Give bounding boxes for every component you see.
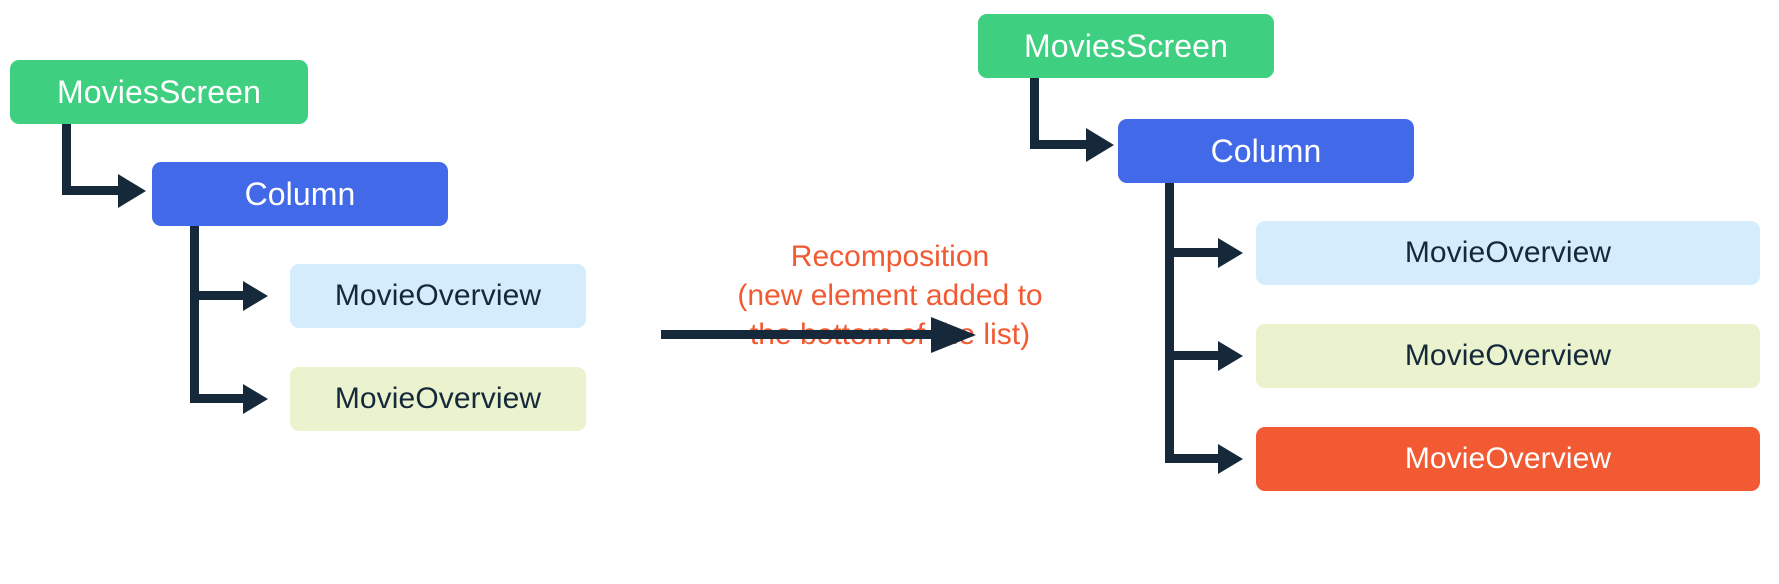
right-node-moviesscreen-label: MoviesScreen (1024, 28, 1228, 64)
right-connector-branch-2 (1165, 351, 1220, 360)
right-node-column-label: Column (1210, 133, 1322, 169)
transition-arrow-icon (931, 317, 976, 353)
right-node-movieoverview-1: MovieOverview (1256, 221, 1760, 285)
left-connector-column-spine (190, 226, 199, 403)
left-node-column-label: Column (244, 176, 356, 212)
right-node-movieoverview-3-label: MovieOverview (1404, 442, 1612, 475)
transition-arrow-shaft (661, 330, 933, 339)
left-connector-branch-1 (190, 291, 245, 300)
left-connector-root-vertical (62, 124, 71, 186)
right-node-moviesscreen: MoviesScreen (978, 14, 1274, 78)
right-node-movieoverview-3-new: MovieOverview (1256, 427, 1760, 491)
right-arrowhead-root-to-column (1086, 127, 1114, 162)
right-node-movieoverview-2-label: MovieOverview (1404, 339, 1612, 372)
transition-line-2-text: (new element added to (737, 278, 1043, 312)
left-connector-root-horizontal (62, 186, 120, 195)
left-arrowhead-branch-2 (243, 383, 268, 414)
right-node-movieoverview-2: MovieOverview (1256, 324, 1760, 388)
left-node-column: Column (152, 162, 448, 226)
left-arrowhead-root-to-column (118, 173, 146, 208)
left-node-moviesscreen: MoviesScreen (10, 60, 308, 124)
left-arrowhead-branch-1 (243, 280, 268, 311)
left-node-movieoverview-1-label: MovieOverview (334, 279, 542, 312)
transition-line-1-text: Recomposition (790, 239, 990, 273)
transition-label-line-3: the bottom of the list) (660, 278, 1120, 354)
right-connector-root-vertical (1030, 78, 1039, 140)
left-node-moviesscreen-label: MoviesScreen (57, 74, 261, 110)
right-connector-branch-1 (1165, 248, 1220, 257)
transition-label-line-2: (new element added to (660, 239, 1120, 315)
right-node-movieoverview-1-label: MovieOverview (1404, 236, 1612, 269)
left-node-movieoverview-1: MovieOverview (290, 264, 586, 328)
left-node-movieoverview-2-label: MovieOverview (334, 382, 542, 415)
right-connector-branch-3 (1165, 454, 1220, 463)
right-arrowhead-branch-2 (1218, 340, 1243, 371)
left-connector-branch-2 (190, 394, 245, 403)
right-node-column: Column (1118, 119, 1414, 183)
transition-label-line-1: Recomposition (660, 200, 1120, 276)
right-connector-column-spine (1165, 183, 1174, 463)
right-arrowhead-branch-3 (1218, 443, 1243, 474)
right-connector-root-horizontal (1030, 140, 1088, 149)
left-node-movieoverview-2: MovieOverview (290, 367, 586, 431)
right-arrowhead-branch-1 (1218, 237, 1243, 268)
